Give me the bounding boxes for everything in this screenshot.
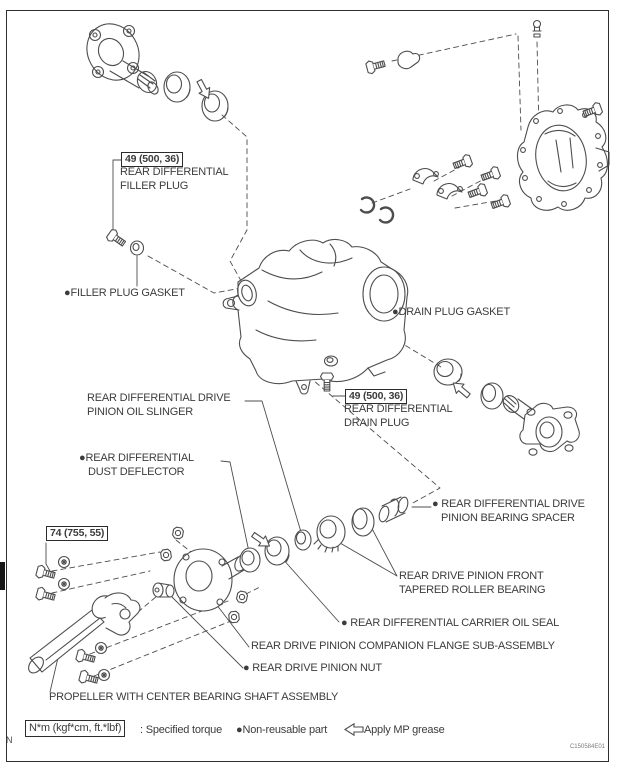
bearing-cap-bolt xyxy=(479,164,502,185)
propeller-washer xyxy=(57,577,71,591)
flange-nut xyxy=(159,548,173,562)
torque-spec-drain-plug: 49 (500, 36) xyxy=(345,389,408,404)
figure-border xyxy=(6,10,609,762)
callout-filler-plug: REAR DIFFERENTIAL FILLER PLUG xyxy=(120,166,229,192)
apply-grease-arrow-icon xyxy=(344,723,364,736)
flange-nut xyxy=(235,590,249,604)
torque-spec-filler-plug: 49 (500, 36) xyxy=(121,152,184,167)
right-side-gear-shaft xyxy=(502,395,580,456)
torque-value: 49 (500, 36) xyxy=(125,153,180,165)
flange-nut xyxy=(227,610,241,624)
callout-filler-plug-gasket: ●FILLER PLUG GASKET xyxy=(64,287,185,299)
propeller-bolt xyxy=(77,668,100,688)
bearing-cap-bolt xyxy=(489,192,512,213)
bearing-spacer-ring-part xyxy=(351,507,375,537)
callout-pinion-bearing-spacer: ● REAR DIFFERENTIAL DRIVE PINION BEARING… xyxy=(432,498,585,524)
legend-specified-torque: : Specified torque xyxy=(140,724,223,736)
propeller-shaft-assembly xyxy=(28,592,141,674)
callout-front-tapered-roller-bearing: REAR DRIVE PINION FRONT TAPERED ROLLER B… xyxy=(399,570,546,596)
legend-apply-mp-grease: Apply MP grease xyxy=(364,724,445,736)
legend-nonreusable-part: ●Non-reusable part xyxy=(236,724,328,736)
pinion-bearing-spacer-part xyxy=(378,496,409,523)
propeller-washer xyxy=(57,555,71,569)
apply-grease-arrow-icon xyxy=(448,377,474,402)
bracket-bolt xyxy=(364,56,387,76)
left-side-gear-shaft xyxy=(86,23,159,95)
callout-carrier-oil-seal: ● REAR DIFFERENTIAL CARRIER OIL SEAL xyxy=(341,617,560,629)
propeller-washer xyxy=(94,641,108,655)
breather-plug xyxy=(532,19,542,38)
differential-carrier-cover xyxy=(516,104,610,211)
filler-plug xyxy=(104,227,129,250)
page-edge-tab xyxy=(0,562,5,590)
right-axle-oil-seal xyxy=(433,358,463,386)
front-tapered-roller-bearing-part xyxy=(313,515,346,553)
right-axle-gasket-ring xyxy=(480,382,504,410)
adjusting-clips xyxy=(359,196,395,224)
flange-nut xyxy=(171,526,185,540)
bearing-caps xyxy=(412,168,463,200)
callout-dust-deflector: ●REAR DIFFERENTIAL DUST DEFLECTOR xyxy=(79,452,194,478)
callout-drain-plug-gasket: ●DRAIN PLUG GASKET xyxy=(392,306,510,318)
propeller-washer xyxy=(97,668,111,682)
callout-companion-flange: REAR DRIVE PINION COMPANION FLANGE SUB-A… xyxy=(251,640,555,652)
page-corner-letter: N xyxy=(6,735,13,745)
callout-pinion-oil-slinger: REAR DIFFERENTIAL DRIVE PINION OIL SLING… xyxy=(87,392,231,418)
carrier-oil-seal-part xyxy=(264,536,290,566)
callout-pinion-nut: ● REAR DRIVE PINION NUT xyxy=(243,662,382,674)
propeller-bolt xyxy=(34,585,57,605)
differential-carrier-assembly xyxy=(222,238,409,395)
drain-plug-gasket xyxy=(323,355,339,367)
filler-plug-gasket xyxy=(129,240,145,256)
bearing-cap-bolt xyxy=(451,152,474,173)
callout-drain-plug: REAR DIFFERENTIAL DRAIN PLUG xyxy=(344,403,453,429)
propeller-bolt xyxy=(34,563,57,583)
callout-propeller-shaft: PROPELLER WITH CENTER BEARING SHAFT ASSE… xyxy=(49,691,339,703)
torque-value: 74 (755, 55) xyxy=(50,527,105,539)
left-axle-dust-seal xyxy=(201,90,229,122)
torque-value: 49 (500, 36) xyxy=(349,390,404,402)
pinion-nut-part xyxy=(152,582,175,598)
figure-code: C150584E01 xyxy=(569,744,605,750)
propeller-bolt xyxy=(74,647,97,667)
legend-torque-unit-box: N*m (kgf*cm, ft.*lbf) xyxy=(25,720,126,737)
bearing-cap-bolt xyxy=(466,181,489,202)
dust-deflector-part xyxy=(239,547,261,573)
oil-slinger-part xyxy=(294,529,312,551)
torque-spec-propeller: 74 (755, 55) xyxy=(46,526,109,541)
left-axle-oil-seal xyxy=(163,71,191,103)
breather-bracket xyxy=(397,50,421,70)
